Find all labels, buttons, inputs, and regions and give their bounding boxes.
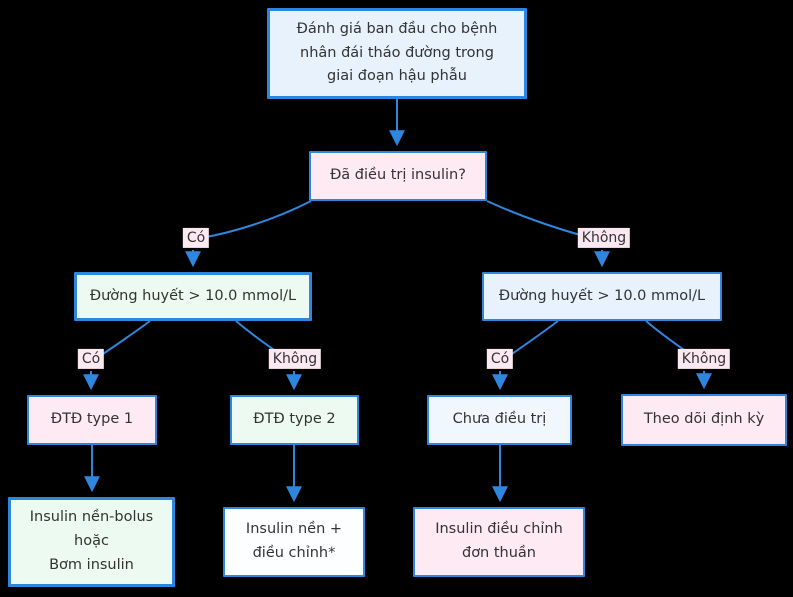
node-periodic-monitoring: Theo dõi định kỳ — [621, 394, 787, 446]
edge-question-to-yes1 — [200, 200, 312, 239]
node-basal-bolus-or-pump: Insulin nền-bolus hoặc Bơm insulin — [8, 497, 175, 587]
node-initial-assessment: Đánh giá ban đầu cho bệnh nhân đái tháo … — [267, 8, 527, 99]
node-dtd-type-1: ĐTĐ type 1 — [27, 395, 157, 445]
edge-glright-to-no3 — [645, 320, 688, 353]
node-dtd-type-2: ĐTĐ type 2 — [230, 395, 359, 445]
node-basal-plus-correction: Insulin nền + điều chỉnh* — [223, 507, 365, 577]
node-glucose-check-treated: Đường huyết > 10.0 mmol/L — [74, 272, 312, 321]
edge-label-yes: Có — [77, 348, 105, 370]
edge-glleft-to-yes2 — [99, 320, 151, 357]
edge-label-yes: Có — [486, 348, 514, 370]
edge-label-no: Không — [577, 227, 631, 249]
edge-label-no: Không — [268, 348, 322, 370]
node-insulin-treated-question: Đã điều trị insulin? — [309, 151, 487, 201]
edge-label-no: Không — [677, 348, 731, 370]
edge-label-yes: Có — [182, 227, 210, 249]
edge-glleft-to-no2 — [235, 320, 278, 353]
node-glucose-check-untreated: Đường huyết > 10.0 mmol/L — [482, 272, 722, 321]
node-not-yet-treated: Chưa điều trị — [427, 395, 572, 445]
edge-question-to-no1 — [486, 200, 585, 237]
node-correction-only: Insulin điều chỉnh đơn thuần — [413, 507, 585, 577]
edge-glright-to-yes3 — [508, 320, 559, 357]
